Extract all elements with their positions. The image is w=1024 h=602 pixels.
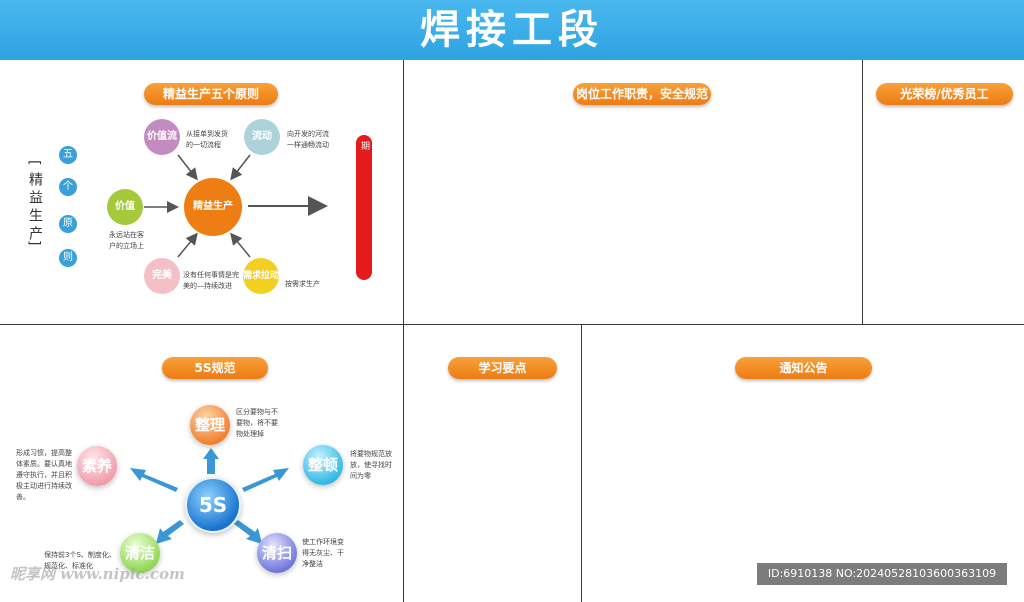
node-flow: 流动 [244, 119, 280, 155]
5s-shitsuke: 素养 [77, 446, 117, 486]
5s-seiso-desc: 使工作环境变得无灰尘、干净整洁 [302, 538, 344, 568]
divider [0, 324, 1024, 325]
divider [403, 60, 404, 602]
section-title-lean: 精益生产五个原则 [144, 83, 278, 105]
lean-result-text: 提高效率，改善质量，缩短生产周期 [359, 141, 381, 276]
5s-seiketsu-desc: 保持前3个S、制度化、规范化、标准化 [44, 551, 116, 570]
watermark-logo: 昵享网 www.nipic.com [10, 565, 185, 583]
page-title: 焊接工段 [420, 7, 604, 53]
node-perfect-desc: 没有任何事情是完美的—持续改进 [183, 271, 239, 290]
lean-center: 精益生产 [184, 178, 242, 236]
lean-side-label: 精益生产 [27, 172, 43, 244]
node-value-stream: 价值流 [144, 119, 180, 155]
lean-result-banner: 提高效率，改善质量，缩短生产周期 [356, 135, 381, 280]
node-value-stream-desc: 从接单到发货的一切流程 [186, 130, 228, 149]
node-pull-desc: 按需求生产 [285, 280, 320, 288]
section-title-study: 学习要点 [448, 357, 557, 379]
node-value-desc: 永远站在客户的立场上 [109, 231, 144, 250]
lean-dot-2: 个 [59, 178, 77, 196]
5s-seiri-desc: 区分要物与不要物，将不要物处理掉 [236, 408, 278, 438]
section-title-duties: 岗位工作职责，安全规范 [573, 83, 711, 105]
node-flow-desc: 向开发的河流一样通畅流动 [287, 130, 329, 149]
lean-dot-3: 原 [59, 215, 77, 233]
lean-arrows [144, 154, 328, 258]
lean-bracket-close: ] [26, 240, 42, 246]
5s-seiso: 清扫 [257, 533, 297, 573]
divider [862, 60, 863, 324]
5s-seiton-desc: 将要物规范放放，使寻找时间为零 [350, 450, 392, 480]
section-title-5s: 5S规范 [162, 357, 268, 379]
5s-seiri: 整理 [190, 405, 230, 445]
lean-dot-4: 则 [59, 249, 77, 267]
5s-center: 5S [185, 477, 241, 533]
header-bar: 焊接工段 [0, 0, 1024, 60]
node-value: 价值 [107, 189, 143, 225]
lean-bracket-open: [ [26, 160, 42, 166]
5s-arrows [130, 448, 289, 544]
watermark-id: ID:6910138 NO:20240528103600363109 [757, 563, 1007, 585]
5s-seiton: 整顿 [303, 445, 343, 485]
board: 精益生产五个原则 岗位工作职责，安全规范 光荣榜/优秀员工 5S规范 学习要点 … [0, 60, 1024, 602]
lean-dot-1: 五 [59, 146, 77, 164]
5s-shitsuke-desc: 形成习惯，提高整体素质。要认真地遵守执行，并且积极主动进行持续改善。 [16, 449, 72, 501]
node-pull: 需求拉动 [243, 258, 279, 294]
divider [581, 325, 582, 602]
5s-seiketsu: 清洁 [120, 533, 160, 573]
section-title-notice: 通知公告 [735, 357, 872, 379]
section-title-honor: 光荣榜/优秀员工 [876, 83, 1013, 105]
node-perfect: 完美 [144, 258, 180, 294]
